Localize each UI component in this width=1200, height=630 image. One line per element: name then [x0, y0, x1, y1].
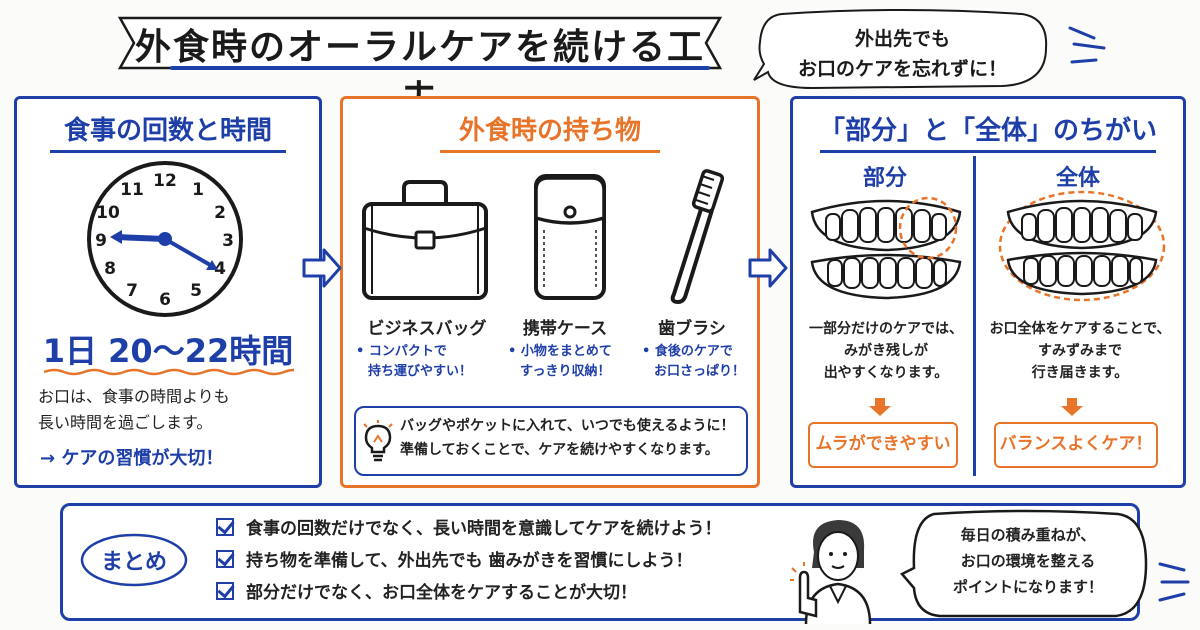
items-heading: 外食時の持ち物 — [458, 116, 641, 146]
lightbulb-icon — [363, 420, 393, 462]
pouch-icon — [534, 174, 606, 300]
title-underline — [170, 66, 710, 70]
compare-heading-underline — [820, 150, 1156, 153]
compare-right-desc: お口全体をケアすることで、 すみずみまで 行き届きます。 — [989, 321, 1171, 381]
checkbox-icon — [216, 581, 234, 600]
clock-num-6: 6 — [159, 290, 171, 310]
clock-num-7: 7 — [126, 281, 138, 301]
title-banner — [117, 16, 723, 70]
item-label-case: 携帯ケース — [522, 319, 608, 339]
tip-text: バッグやポケットに入れて、いつでも使えるように！ 準備しておくことで、ケアを続け… — [400, 414, 745, 462]
compare-left-result: ムラができやすい — [808, 422, 958, 468]
clock-num-10: 10 — [96, 203, 120, 223]
toothbrush-icon — [670, 169, 724, 304]
arrow-down-icon — [1061, 398, 1083, 416]
clock-num-5: 5 — [190, 281, 202, 301]
tip-box — [354, 406, 748, 476]
compare-divider — [973, 156, 976, 476]
checkbox-icon — [216, 549, 234, 568]
teeth-partial-icon — [810, 196, 962, 300]
checkbox-icon — [216, 517, 234, 536]
summary-badge — [80, 533, 188, 587]
item-note-toothbrush: • 食後のケアで お口さっぱり！ — [642, 344, 746, 379]
meal-description: お口は、食事の時間よりも 長い時間を過ごします。 — [38, 384, 308, 436]
speech-top-line2: お口のケアを忘れずに！ — [797, 58, 1007, 80]
items-heading-underline — [440, 150, 660, 153]
compare-right-result: バランスよくケア！ — [994, 422, 1158, 468]
arrow-down-icon — [869, 398, 891, 416]
tip-line2: 準備しておくことで、ケアを続けやすくなります。 — [400, 442, 719, 458]
clock-icon: 12 1 2 3 4 5 6 7 8 9 10 11 — [87, 161, 243, 317]
hours-value: 1日 20～22時間 — [42, 332, 294, 370]
meal-desc-line1: お口は、食事の時間よりも — [38, 387, 230, 406]
item-note-case: • 小物をまとめて すっきり収納！ — [508, 344, 612, 379]
arrow-right-icon — [302, 248, 342, 288]
summary-item-1: 食事の回数だけでなく、長い時間を意識してケアを続けよう！ — [216, 514, 722, 539]
clock-num-12: 12 — [153, 171, 177, 191]
briefcase-icon — [362, 180, 488, 300]
teeth-whole-icon — [998, 190, 1166, 302]
emphasis-lines-icon — [1068, 26, 1106, 64]
clock-num-9: 9 — [95, 231, 107, 251]
clock-num-4: 4 — [214, 259, 226, 279]
compare-heading: 「部分」と「全体」のちがい — [818, 116, 1157, 146]
item-label-toothbrush: 歯ブラシ — [658, 319, 726, 339]
clock-num-2: 2 — [214, 203, 226, 223]
arrow-right-icon — [748, 248, 788, 288]
speech-top-line1: 外出先でも — [854, 28, 950, 50]
page-title: 外食時のオーラルケアを続ける工夫 — [134, 27, 705, 120]
compare-right-title: 全体 — [1055, 166, 1100, 191]
summary-item-3: 部分だけでなく、お口全体をケアすることが大切！ — [216, 578, 637, 603]
item-note-bag: • コンパクトで 持ち運びやすい！ — [356, 344, 473, 379]
summary-item-2: 持ち物を準備して、外出先でも 歯みがきを習慣にしよう！ — [216, 546, 693, 571]
speech-bubble-top — [753, 9, 1048, 90]
speech-bubble-top-text: 外出先でも お口のケアを忘れずに！ — [770, 24, 1035, 84]
hours-wavy-underline — [44, 368, 294, 376]
tip-line1: バッグやポケットに入れて、いつでも使えるように！ — [400, 418, 735, 434]
compare-left-desc: 一部分だけのケアでは、 みがき残しが 出やすくなります。 — [809, 321, 963, 381]
meal-heading-underline — [50, 150, 286, 153]
person-pointing-icon — [790, 520, 872, 624]
compare-left-title: 部分 — [862, 166, 907, 191]
clock-num-8: 8 — [104, 259, 116, 279]
speech-bubble-bottom-text: 毎日の積み重ねが、 お口の環境を整える ポイントになります！ — [952, 526, 1103, 596]
meal-desc-line2: 長い時間を過ごします。 — [38, 413, 213, 432]
item-label-bag: ビジネスバッグ — [367, 319, 487, 339]
meal-heading: 食事の回数と時間 — [63, 116, 272, 146]
clock-num-3: 3 — [222, 231, 234, 251]
clock-num-11: 11 — [120, 180, 144, 200]
speech-bubble-bottom — [900, 509, 1148, 618]
meal-habit: → ケアの習慣が大切！ — [40, 448, 224, 469]
summary-label: まとめ — [100, 550, 167, 575]
emphasis-lines-icon — [1158, 562, 1190, 602]
clock-num-1: 1 — [192, 180, 204, 200]
